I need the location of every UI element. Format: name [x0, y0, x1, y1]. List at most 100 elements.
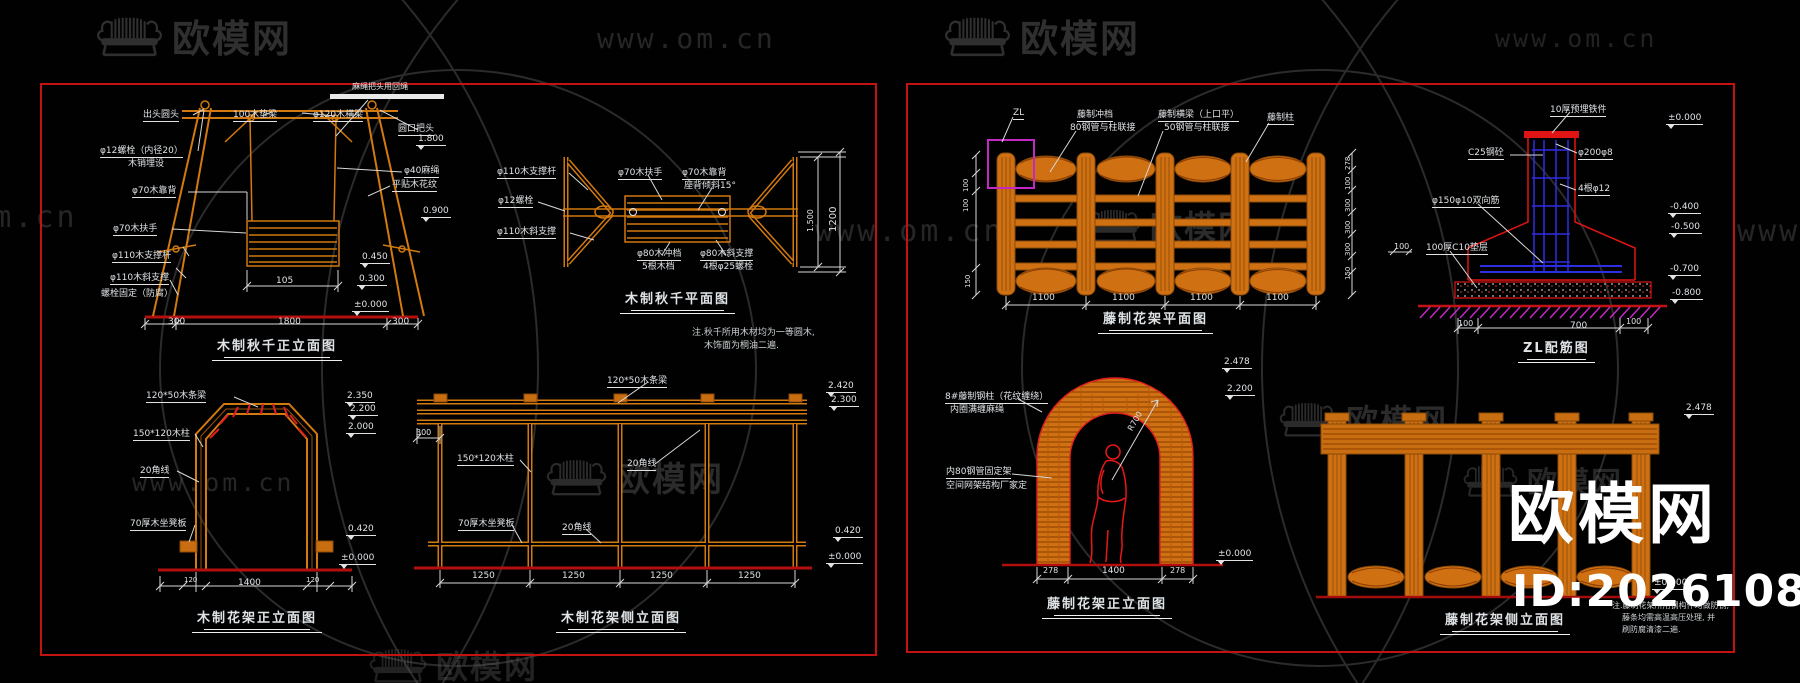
annotation: ZL: [1013, 108, 1025, 121]
elevation: -0.700: [1668, 264, 1702, 281]
annotation: φ12螺栓: [498, 196, 534, 209]
elevation: ±0.000: [1666, 113, 1704, 130]
drawing-swing-plan: [537, 147, 846, 277]
annotation: 20角线: [627, 459, 657, 472]
annotation: φ120木横梁: [313, 110, 364, 123]
elevation: ±0.000: [1216, 549, 1254, 566]
dim: 1400: [238, 578, 261, 588]
annotation: φ80木斜支撑: [700, 249, 754, 262]
elevation: 2.420: [826, 381, 856, 398]
dim: 1250: [562, 571, 585, 581]
annotation: 80钢管与柱联接: [1070, 123, 1136, 133]
annotation: 150*120木柱: [133, 429, 190, 442]
title-swing-front: 木制秋千正立面图: [212, 339, 343, 361]
drawing-rattan-plan: [971, 116, 1413, 310]
annotation: 藤制冲档: [1077, 110, 1114, 123]
title-rattan-plan: 藤制花架平面图: [1098, 312, 1214, 334]
dim: 1200: [828, 206, 839, 232]
annotation: φ150φ10双向筋: [1432, 196, 1500, 209]
note: 注.藤制花架所用钢构件均做防锈,: [1612, 601, 1730, 610]
annotation: φ70木扶手: [113, 224, 158, 237]
dim: 150: [964, 274, 972, 288]
annotation: C25钢砼: [1468, 148, 1504, 161]
elevation: 2.200: [348, 404, 378, 421]
note: 注.秋千所用木材均为一等圆木,: [692, 328, 815, 338]
elevation: ±0.000: [1652, 578, 1690, 595]
elevation: 0.300: [357, 274, 387, 291]
note: 藤条均需高温高压处理, 并: [1622, 613, 1716, 622]
elevation: 2.300: [829, 395, 859, 412]
dim: 1250: [650, 571, 673, 581]
annotation: 4根φ25螺栓: [703, 262, 754, 272]
title-zl-rebar: ZL配筋图: [1518, 341, 1595, 363]
dim: 1.500: [806, 209, 815, 232]
dim: 100: [1626, 317, 1642, 326]
annotation: 120*50木条梁: [146, 391, 207, 404]
dim: 100: [962, 178, 970, 192]
dim: 1100: [1190, 293, 1213, 303]
annotation: φ70木靠背: [132, 186, 177, 199]
elevation: -0.500: [1669, 222, 1703, 239]
elevation: 2.478: [1684, 403, 1714, 420]
annotation: 100木垫梁: [233, 110, 278, 123]
elevation: 2.000: [346, 422, 376, 439]
right-sheet-border: [906, 83, 1735, 653]
dim: 278: [1170, 566, 1186, 575]
elevation: 0.450: [360, 252, 390, 269]
annotation: 70厚木坐凳板: [458, 519, 515, 532]
annotation: φ110木斜支撑: [110, 273, 170, 286]
title-rattan-front: 藤制花架正立面图: [1042, 597, 1173, 619]
dim: 1100: [1032, 293, 1055, 303]
dim: 300: [1344, 242, 1352, 256]
elevation: 0.900: [421, 206, 451, 223]
dim: R700: [1126, 409, 1145, 433]
annotation: 螺栓固定（防腐）: [101, 289, 174, 299]
elevation: ±0.000: [826, 552, 864, 569]
dim: 1250: [738, 571, 761, 581]
annotation: 100厚C10垫层: [1426, 243, 1488, 256]
drawing-rattan-arch-front: [1002, 377, 1223, 584]
note: 刷防腐清漆二遍.: [1622, 625, 1681, 634]
dim: 300: [416, 428, 432, 437]
dim: 300: [392, 317, 410, 327]
title-swing-plan: 木制秋千平面图: [620, 292, 736, 314]
annotation: 麻绳把头用回绳: [352, 82, 408, 91]
dim: 100: [1344, 176, 1352, 190]
annotation: 50钢管与柱联接: [1164, 123, 1230, 133]
annotation: 5根木档: [642, 262, 675, 272]
annotation: 内80钢管固定架: [946, 467, 1012, 480]
annotation: 内圈满缠麻绳: [950, 405, 1005, 415]
elevation: 2.478: [1222, 357, 1252, 374]
annotation: 70厚木坐凳板: [130, 519, 187, 532]
dim: 120: [184, 576, 198, 584]
elevation: -0.400: [1668, 202, 1702, 219]
dim: 1250: [472, 571, 495, 581]
drawing-rattan-side-elevation: [1316, 412, 1660, 599]
drawing-zl-footing: [1418, 111, 1667, 334]
drawing-swing-front-elevation: [140, 94, 444, 330]
elevation: ±0.000: [352, 300, 390, 317]
annotation: 150*120木柱: [457, 454, 514, 467]
annotation: 圆口把头: [398, 124, 435, 137]
annotation: φ70木靠背: [682, 168, 727, 181]
dim: 300: [1344, 220, 1352, 234]
elevation: -0.800: [1670, 288, 1704, 305]
annotation: 出头圆头: [143, 110, 180, 123]
dim: 278: [1043, 566, 1059, 575]
title-pergola-side: 木制花架侧立面图: [556, 611, 687, 633]
title-pergola-front: 木制花架正立面图: [192, 611, 323, 633]
dim: 100: [1458, 319, 1474, 328]
elevation: ±0.000: [339, 553, 377, 570]
elevation: 1.800: [416, 134, 446, 151]
drawing-pergola-side-elevation: [412, 381, 812, 588]
annotation: 平贴木花纹: [392, 180, 438, 193]
annotation: 20角线: [140, 466, 170, 479]
annotation: φ40麻绳: [404, 166, 440, 179]
annotation: φ70木扶手: [618, 168, 663, 181]
drawing-pergola-front-elevation: [155, 396, 357, 592]
annotation: 藤制横梁（上口平）: [1158, 110, 1240, 123]
